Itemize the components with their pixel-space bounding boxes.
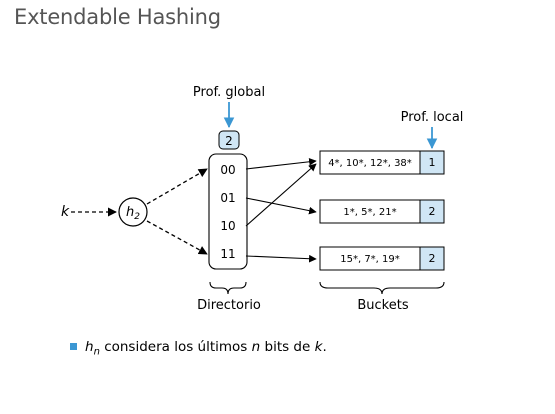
bucket-1-local-depth: 1 (429, 156, 436, 169)
directory-entry-01: 01 (220, 191, 235, 205)
bucket-1 (319, 150, 445, 175)
directory-box (208, 153, 248, 270)
global-depth-label: Prof. global (193, 85, 265, 100)
directory-entry-11: 11 (220, 247, 235, 261)
hash-to-directory-top-arrow (146, 168, 208, 205)
directory-label: Directorio (197, 298, 261, 313)
pointer-11-to-bucket-3 (245, 254, 317, 263)
svg-text:h2: h2 (126, 205, 140, 222)
bullet-var-n: n (251, 339, 261, 355)
slide-title: Extendable Hashing (14, 5, 221, 29)
hash-function-node: h2 (118, 197, 148, 227)
bullet-text-2: bits de (260, 339, 315, 355)
bullet-hash-symbol: h (85, 339, 94, 355)
directory-brace (209, 281, 247, 295)
bucket-3-local-depth: 2 (429, 252, 436, 265)
bullet-text-1: considera los últimos (99, 339, 252, 355)
bucket-3 (319, 246, 445, 271)
buckets-brace (319, 281, 445, 295)
bullet-hash-subscript: n (93, 346, 100, 358)
bullet-var-k: k (314, 339, 323, 355)
bullet-text-3: . (322, 339, 327, 355)
hash-label: h (126, 205, 134, 220)
pointer-00-to-bucket-1 (245, 157, 317, 170)
bullet-square-icon (70, 343, 77, 350)
hash-to-directory-bottom-arrow (146, 220, 208, 255)
global-depth-box (218, 130, 240, 150)
bucket-2-contents: 1*, 5*, 21* (343, 207, 396, 218)
key-label: k (61, 204, 70, 220)
global-depth-value: 2 (225, 134, 233, 148)
buckets-label: Buckets (357, 298, 408, 313)
bullet-item: hn considera los últimos n bits de k. (70, 339, 327, 358)
hash-subscript: 2 (134, 212, 140, 222)
pointer-10-to-bucket-1 (245, 163, 317, 227)
bucket-2-local-depth: 2 (429, 205, 436, 218)
bucket-3-contents: 15*, 7*, 19* (340, 254, 400, 265)
directory-entry-00: 00 (220, 163, 235, 177)
bucket-1-contents: 4*, 10*, 12*, 38* (328, 158, 412, 169)
pointer-01-to-bucket-2 (245, 197, 317, 215)
bucket-2 (319, 199, 445, 224)
directory-entry-10: 10 (220, 219, 235, 233)
local-depth-label: Prof. local (401, 110, 464, 125)
